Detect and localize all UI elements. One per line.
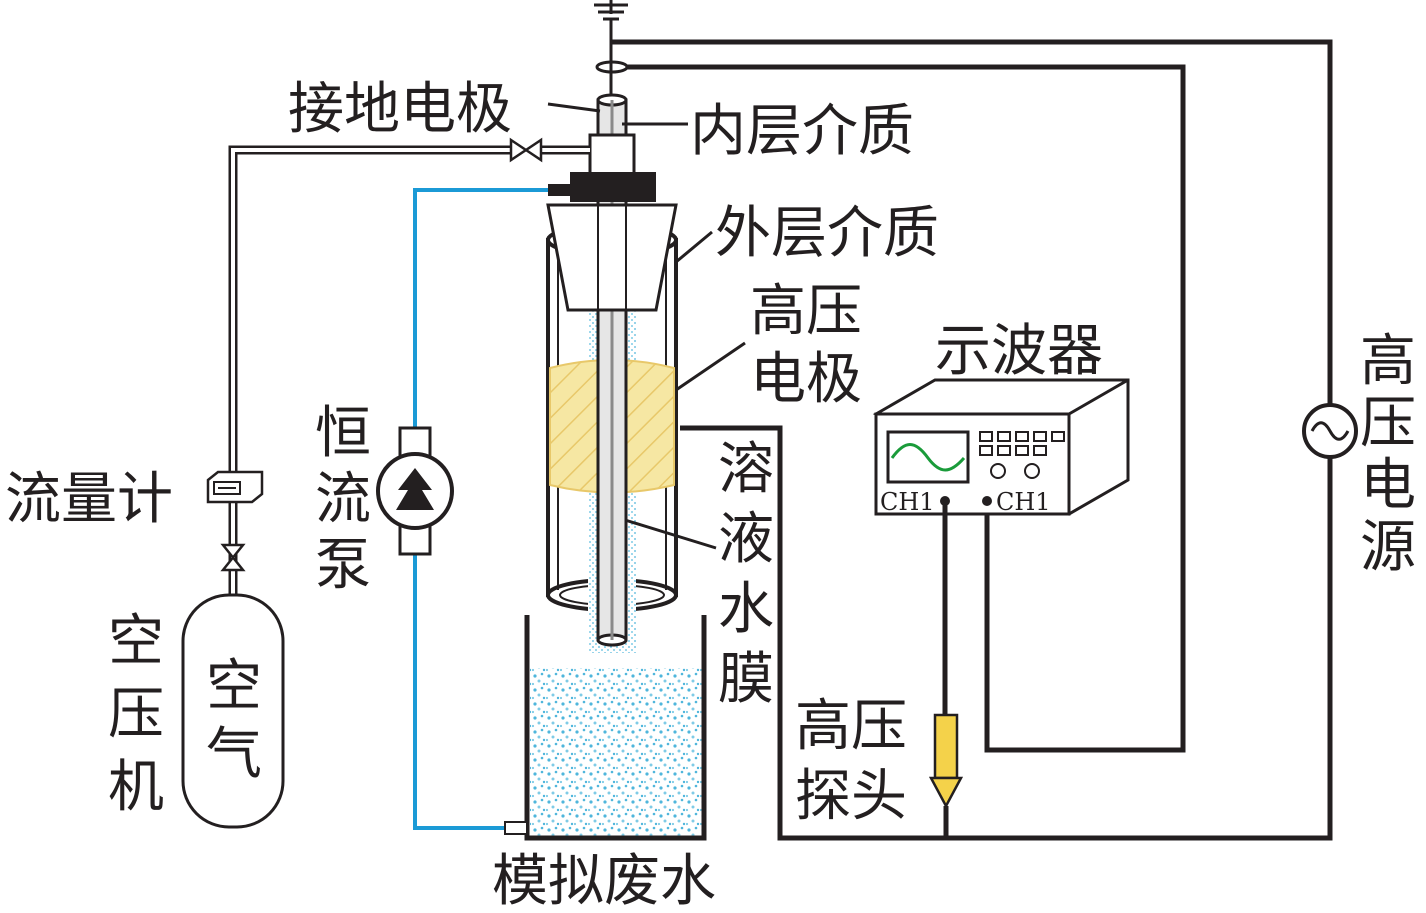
label-water-film-4: 膜 bbox=[718, 647, 774, 712]
label-hv-power-3: 电 bbox=[1360, 453, 1416, 518]
label-hv-probe-1: 高压 bbox=[795, 694, 907, 759]
label-pump-3: 泵 bbox=[315, 533, 371, 598]
label-hv-electrode-2: 电极 bbox=[750, 347, 862, 412]
valve-icon bbox=[509, 137, 543, 163]
label-hv-electrode-1: 高压 bbox=[750, 279, 862, 344]
label-compressor-1: 空 bbox=[108, 609, 164, 674]
leader-lines bbox=[547, 102, 746, 550]
label-water-film-1: 溶 bbox=[718, 437, 774, 502]
label-ground-electrode: 接地电极 bbox=[288, 77, 512, 142]
label-outer-dielectric: 外层介质 bbox=[715, 201, 939, 266]
label-wastewater: 模拟废水 bbox=[492, 849, 716, 913]
reactor bbox=[546, 93, 678, 653]
flowmeter bbox=[206, 470, 264, 504]
probe-icon bbox=[928, 713, 964, 838]
valve-icon bbox=[220, 543, 246, 572]
wastewater-tank bbox=[524, 615, 707, 841]
label-hv-power-4: 源 bbox=[1360, 515, 1416, 580]
label-hv-power-1: 高 bbox=[1360, 329, 1416, 394]
label-pump-2: 流 bbox=[315, 467, 371, 532]
ground-icon bbox=[594, 0, 628, 95]
label-inner-dielectric: 内层介质 bbox=[690, 99, 914, 164]
air-cylinder bbox=[181, 593, 285, 829]
label-water-film-2: 液 bbox=[718, 507, 774, 572]
hv-power-wiring bbox=[595, 39, 1333, 841]
oscilloscope bbox=[872, 378, 1130, 516]
label-water-film-3: 水 bbox=[718, 577, 774, 642]
air-line bbox=[228, 145, 590, 600]
label-oscilloscope: 示波器 bbox=[935, 319, 1103, 384]
label-compressor-2: 压 bbox=[108, 682, 164, 747]
label-hv-probe-2: 探头 bbox=[795, 764, 907, 829]
label-ch1-right: CH1 bbox=[996, 488, 1051, 516]
label-compressor-3: 机 bbox=[108, 755, 164, 820]
label-ch1-left: CH1 bbox=[880, 488, 935, 516]
label-pump-1: 恒 bbox=[315, 401, 371, 466]
label-air-2: 气 bbox=[206, 722, 262, 787]
pump-icon bbox=[376, 426, 454, 556]
label-hv-power-2: 压 bbox=[1360, 391, 1416, 456]
label-air-1: 空 bbox=[206, 654, 262, 719]
ac-source-icon bbox=[1302, 403, 1358, 459]
label-flowmeter: 流量计 bbox=[5, 467, 173, 532]
